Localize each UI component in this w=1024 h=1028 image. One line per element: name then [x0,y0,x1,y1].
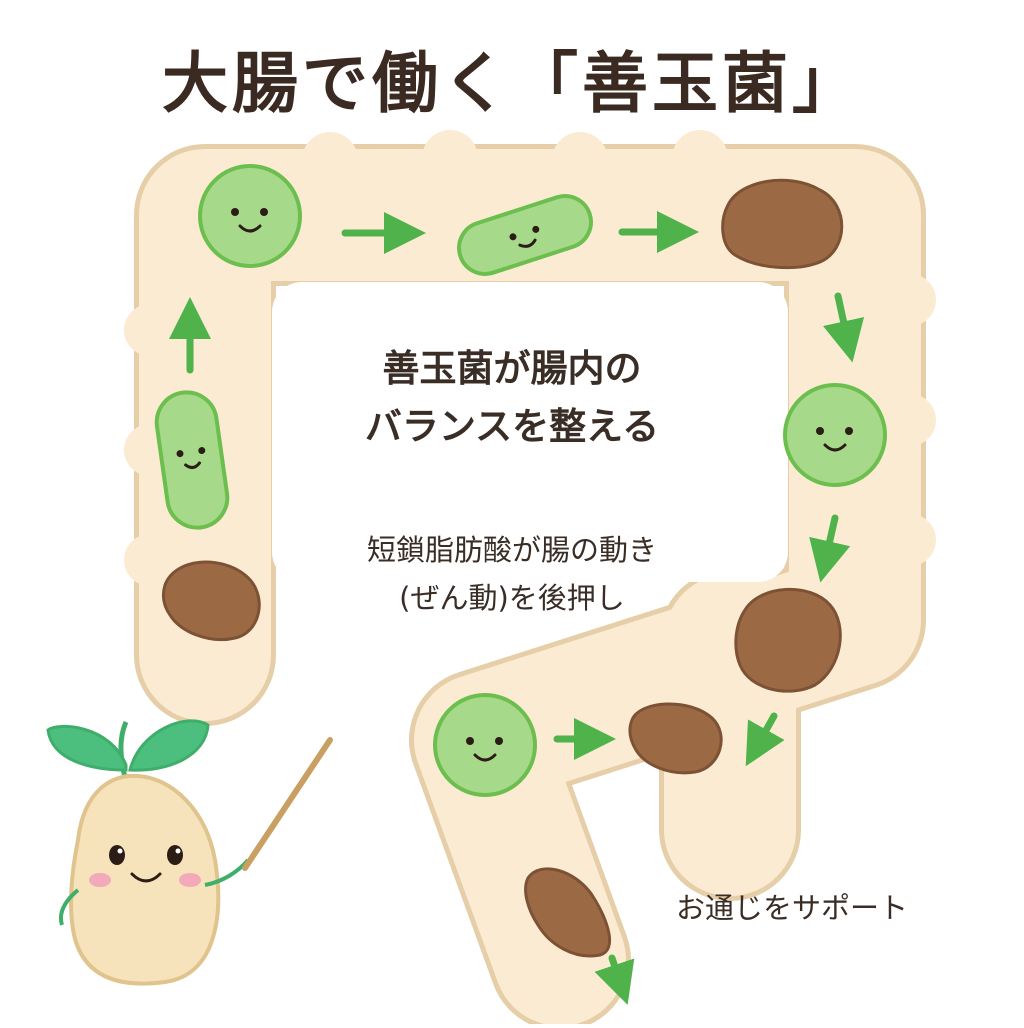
flow-arrow-icon [745,712,785,767]
diagram-center-area [272,282,788,582]
peristalsis-message-line-2: (ぜん動)を後押し [399,581,625,615]
peristalsis-message-line-1: 短鎖脂肪酸が腸の動き [366,533,657,567]
good-bacteria-rod-icon [457,194,593,276]
mascot-leaf-left [46,724,128,772]
good-bacteria-rod-icon [154,390,230,530]
balance-message-line-2: バランスを整える [364,405,660,448]
mascot-leaf-right [128,719,210,772]
pointer-stick-icon [242,737,333,871]
stool-icon [524,867,611,958]
balance-message-line-1: 善玉菌が腸内の [382,347,642,390]
stool-icon [628,702,723,775]
flow-arrow-icon [823,292,865,363]
stool-icon [721,178,844,270]
stool-icon [734,587,842,693]
good-bacteria-round-icon [198,164,302,268]
flow-arrow-icon [809,514,851,583]
page-title: 大腸で働く「善玉菌」 [162,45,862,122]
stool-icon [161,560,261,641]
flow-arrow-icon [594,954,635,1005]
bowel-support-message: お通じをサポート [676,891,909,925]
seedling-mascot-icon [46,719,250,986]
good-bacteria-round-icon [433,693,537,797]
good-bacteria-round-icon [783,383,887,487]
